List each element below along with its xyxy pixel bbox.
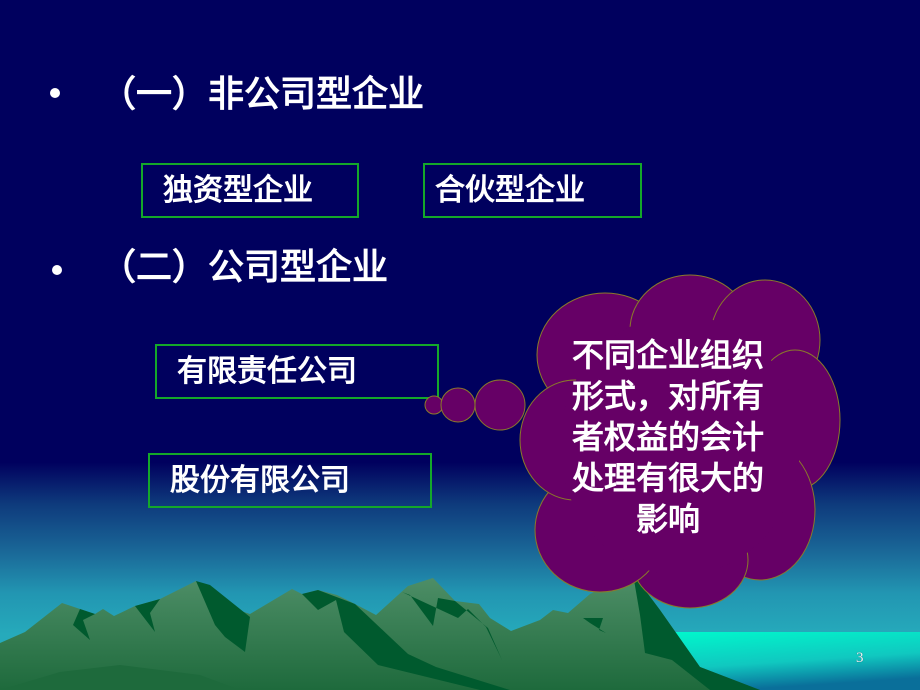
box-partnership: 合伙型企业 bbox=[423, 163, 642, 218]
box-joint-stock-company: 股份有限公司 bbox=[148, 453, 432, 508]
bullet-icon bbox=[52, 265, 62, 275]
page-number: 3 bbox=[856, 650, 864, 666]
section-heading-corporate: （二）公司型企业 bbox=[100, 247, 389, 288]
callout-text: 不同企业组织形式，对所有者权益的会计处理有很大的影响 bbox=[571, 336, 764, 538]
box-limited-liability-company: 有限责任公司 bbox=[155, 344, 439, 399]
box-sole-proprietorship: 独资型企业 bbox=[141, 163, 359, 218]
box-label: 独资型企业 bbox=[163, 172, 313, 208]
box-label: 合伙型企业 bbox=[435, 172, 585, 208]
box-label: 股份有限公司 bbox=[170, 462, 350, 498]
bullet-icon bbox=[50, 88, 60, 98]
section-heading-non-corporate: （一）非公司型企业 bbox=[100, 74, 425, 115]
box-label: 有限责任公司 bbox=[177, 353, 357, 389]
